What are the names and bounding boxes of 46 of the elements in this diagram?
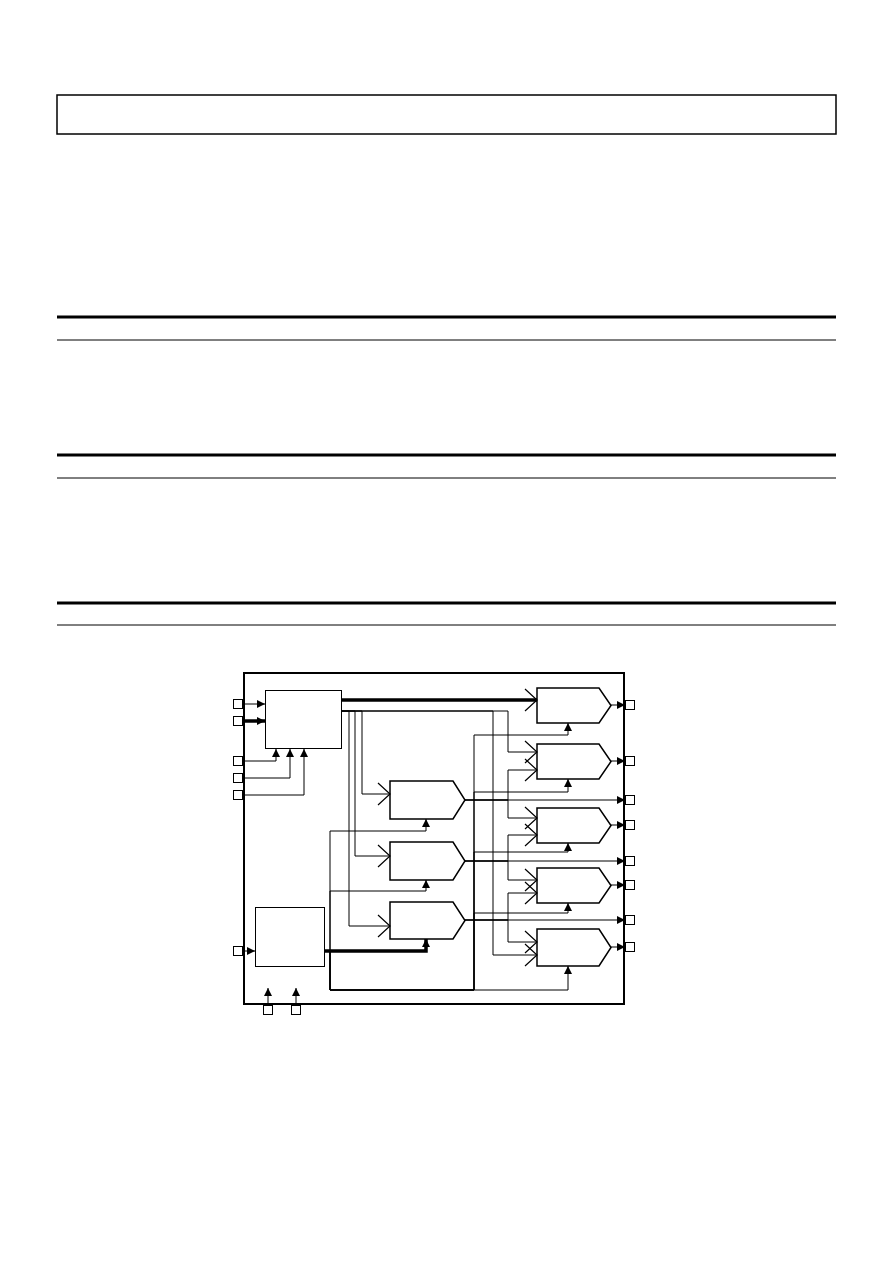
signal-arrow bbox=[325, 939, 430, 953]
pentagon-block bbox=[389, 901, 465, 939]
function-block bbox=[264, 689, 342, 749]
signal-arrow bbox=[264, 987, 272, 1006]
pentagon-block bbox=[536, 928, 611, 966]
pin-pad bbox=[233, 699, 243, 709]
pentagon-block bbox=[536, 687, 611, 723]
pentagon-block bbox=[536, 743, 611, 779]
signal-arrow bbox=[341, 710, 538, 764]
pin-pad bbox=[233, 756, 243, 766]
signal-arrow bbox=[243, 717, 265, 725]
signal-arrow bbox=[242, 748, 308, 796]
signal-arrow bbox=[242, 748, 280, 762]
pin-pad bbox=[233, 790, 243, 800]
pentagon-block bbox=[536, 807, 611, 843]
signal-arrow bbox=[610, 943, 626, 951]
pin-pad bbox=[625, 795, 635, 805]
signal-arrow bbox=[292, 987, 300, 1006]
signal-arrow bbox=[464, 919, 538, 954]
pentagon-block bbox=[389, 841, 465, 880]
pin-pad bbox=[263, 1005, 273, 1015]
pin-pad bbox=[233, 716, 243, 726]
signal-arrow bbox=[610, 881, 626, 889]
signal-arrow bbox=[242, 700, 266, 708]
signal-arrow bbox=[610, 757, 626, 765]
signal-arrow bbox=[342, 688, 538, 712]
pentagon-block bbox=[536, 867, 611, 903]
pentagon-block bbox=[389, 780, 465, 819]
signal-arrow bbox=[464, 799, 538, 830]
pin-pad bbox=[625, 756, 635, 766]
pin-pad bbox=[625, 700, 635, 710]
pin-pad bbox=[625, 856, 635, 866]
signal-arrow bbox=[242, 748, 294, 779]
chip-outline bbox=[243, 672, 625, 1005]
function-block bbox=[254, 906, 325, 967]
signal-arrow bbox=[242, 947, 256, 955]
signal-arrow bbox=[610, 701, 626, 709]
pin-pad bbox=[233, 946, 243, 956]
pin-pad bbox=[625, 942, 635, 952]
pin-pad bbox=[233, 773, 243, 783]
pin-pad bbox=[625, 880, 635, 890]
pin-pad bbox=[625, 820, 635, 830]
pin-pad bbox=[291, 1005, 301, 1015]
pin-pad bbox=[625, 915, 635, 925]
signal-arrow bbox=[464, 860, 538, 892]
signal-arrow bbox=[610, 821, 626, 829]
